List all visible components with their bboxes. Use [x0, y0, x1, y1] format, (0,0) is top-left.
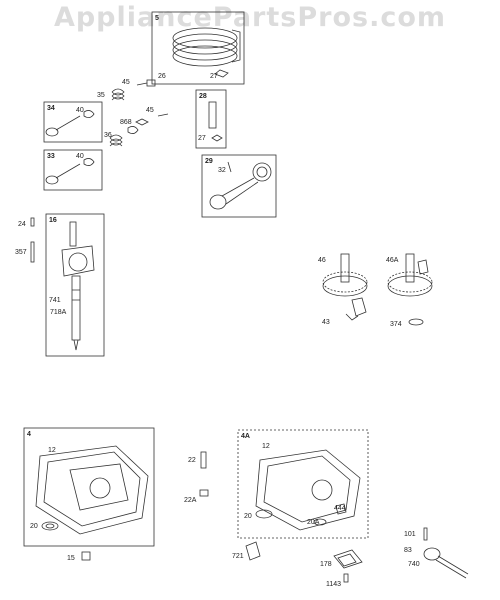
shaft-assembly-740 [423, 527, 469, 579]
callout-20-sump: 20 [30, 523, 38, 530]
callout-178: 178 [320, 561, 332, 568]
exhaust-valve-part [45, 110, 95, 137]
callout-740: 740 [408, 561, 420, 568]
box-sump-4a [237, 429, 369, 539]
box-id-4: 4 [27, 431, 31, 438]
box-id-5: 5 [155, 15, 159, 22]
valve-cap-parts [109, 113, 169, 147]
callout-27-pin: 27 [198, 135, 206, 142]
callout-741: 741 [49, 297, 61, 304]
callout-43: 43 [322, 319, 330, 326]
box-exhaust-valve [43, 101, 103, 143]
callout-721: 721 [232, 553, 244, 560]
watermark-logo: AppliancePartsPros.com [53, 2, 447, 33]
box-sump [23, 427, 155, 547]
sump-part [35, 445, 149, 535]
cam-gear-46 [322, 253, 368, 321]
connecting-rod-part [209, 161, 272, 210]
crankshaft-part [61, 221, 95, 351]
callout-83: 83 [404, 547, 412, 554]
callout-45-top: 45 [122, 79, 130, 86]
callout-40-upper: 40 [76, 107, 84, 114]
callout-46: 46 [318, 257, 326, 264]
cam-gear-46a [387, 253, 433, 326]
wrist-pin-part [208, 101, 223, 142]
callout-12-sump: 12 [48, 447, 56, 454]
callout-718a: 718A [50, 309, 67, 316]
box-id-16: 16 [49, 217, 57, 224]
callout-12-sump4a: 12 [262, 443, 270, 450]
sump-4a-part [255, 449, 361, 531]
callout-22: 22 [188, 457, 196, 464]
intake-valve-part [45, 158, 95, 185]
bolts-22 [199, 451, 209, 497]
callout-101: 101 [404, 531, 416, 538]
callout-45-mid: 45 [146, 107, 154, 114]
valve-spring-parts [111, 79, 156, 101]
box-id-4a: 4A [241, 433, 250, 440]
callout-35: 35 [97, 92, 105, 99]
callout-15: 15 [67, 555, 75, 562]
callout-32: 32 [218, 167, 226, 174]
box-crankshaft [45, 213, 105, 357]
callout-357: 357 [15, 249, 27, 256]
callout-1143: 1143 [326, 581, 341, 588]
box-id-34: 34 [47, 105, 55, 112]
callout-20-sump4a: 20 [244, 513, 252, 520]
box-id-28: 28 [199, 93, 207, 100]
callout-20a: 20A [307, 519, 320, 526]
box-connecting-rod [201, 154, 277, 218]
callout-26: 26 [158, 73, 166, 80]
callout-868: 868 [120, 119, 132, 126]
box-piston-rings [151, 11, 245, 85]
plug-15 [81, 551, 91, 561]
gasket-178 [333, 549, 363, 569]
callout-27-top: 27 [210, 73, 218, 80]
callout-444: 444 [334, 505, 346, 512]
callout-40-lower: 40 [76, 153, 84, 160]
box-intake-valve [43, 149, 103, 191]
box-id-29: 29 [205, 158, 213, 165]
screw-1143 [343, 573, 349, 583]
piston-rings-part [172, 27, 241, 78]
bracket-721 [245, 541, 261, 561]
box-wrist-pin [195, 89, 227, 149]
box-id-33: 33 [47, 153, 55, 160]
callout-24: 24 [18, 221, 26, 228]
callout-46a: 46A [386, 257, 399, 264]
crankshaft-pins [30, 217, 35, 263]
callout-22a: 22A [184, 497, 197, 504]
callout-36: 36 [104, 132, 112, 139]
callout-374: 374 [390, 321, 402, 328]
